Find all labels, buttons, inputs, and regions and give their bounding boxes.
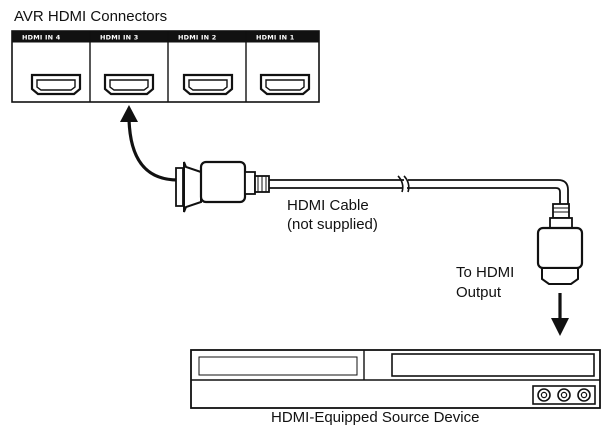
port-label-in3: HDMI IN 3 (100, 34, 138, 42)
output-label-line2: Output (456, 284, 502, 301)
hdmi-port-in4[interactable] (30, 73, 82, 96)
cable-plug-source-end (536, 203, 584, 285)
avr-connector-panel: HDMI IN 4 HDMI IN 3 HDMI IN 2 HDMI IN 1 (11, 30, 320, 103)
diagram-title: AVR HDMI Connectors (14, 8, 168, 25)
cable-plug-avr-end (175, 160, 270, 213)
device-label: HDMI-Equipped Source Device (271, 409, 480, 426)
port-label-strip (12, 31, 319, 42)
port-label-in1: HDMI IN 1 (256, 34, 295, 42)
arrow-to-source-output (551, 293, 569, 336)
hdmi-port-in1[interactable] (259, 73, 311, 96)
cable-label-line1: HDMI Cable (287, 197, 369, 214)
hdmi-port-in2[interactable] (182, 73, 234, 96)
cable-label-line2: (not supplied) (287, 216, 378, 233)
hdmi-port-in3[interactable] (103, 73, 155, 96)
insert-arrow-to-port-in3 (120, 105, 179, 182)
hdmi-cable (269, 175, 569, 204)
port-label-in4: HDMI IN 4 (22, 34, 61, 42)
device-jacks (537, 388, 591, 402)
output-label-line1: To HDMI (456, 264, 515, 281)
port-label-in2: HDMI IN 2 (178, 34, 216, 42)
device-hdmi-output-slot[interactable] (391, 353, 595, 377)
source-device (190, 349, 601, 409)
